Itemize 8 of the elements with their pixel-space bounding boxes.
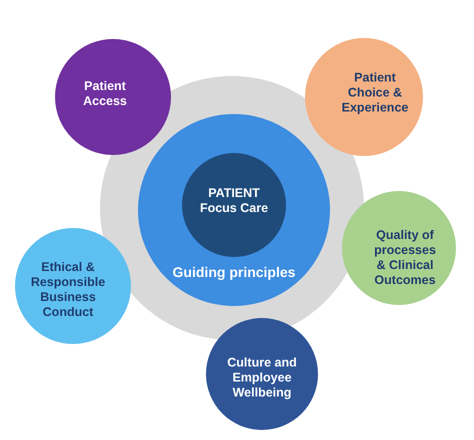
center-heading: PATIENT — [208, 186, 260, 201]
principle-label: Ethical & Responsible Business Conduct — [30, 260, 106, 320]
principle-label: Patient Access — [82, 79, 128, 109]
principle-label: Quality of processes & Clinical Outcomes — [373, 228, 437, 288]
principle-label: Culture and Employee Wellbeing — [226, 356, 298, 400]
center-subheading: Focus Care — [200, 201, 268, 216]
principle-label: Patient Choice & Experience — [340, 70, 410, 116]
circle-title: Guiding principles — [172, 264, 296, 280]
